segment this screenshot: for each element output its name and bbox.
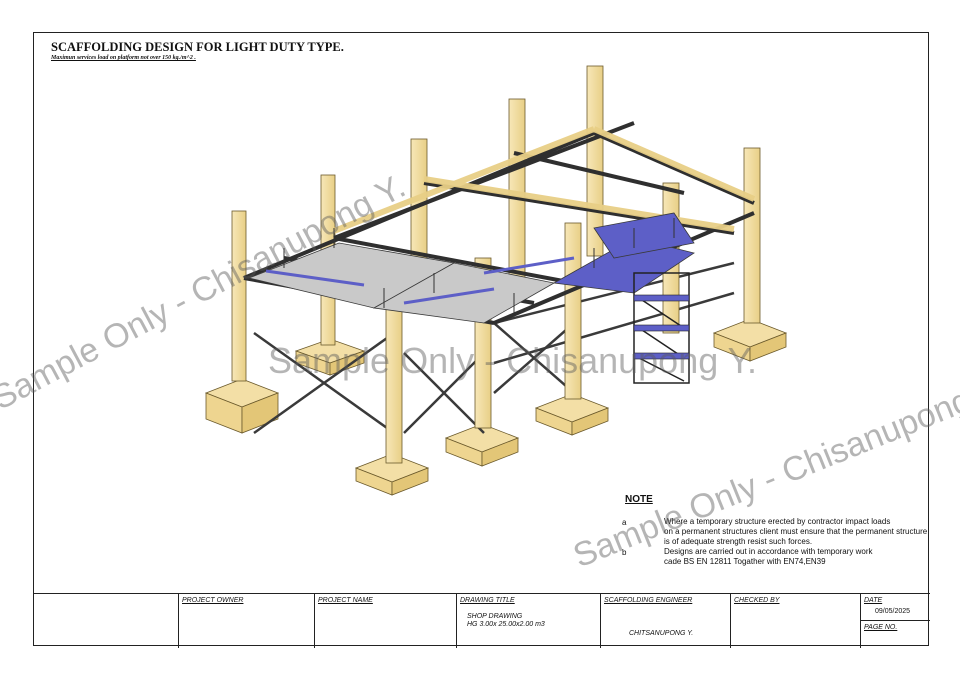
page-no-cell: PAGE NO. <box>860 621 930 648</box>
checked-by-label: CHECKED BY <box>734 597 780 604</box>
footing-pad-4 <box>534 393 610 436</box>
footing-pad-1 <box>204 378 280 434</box>
note-b-line-1: Designs are carried out in accordance wi… <box>664 547 873 556</box>
checked-by-cell: CHECKED BY <box>730 594 860 648</box>
drawing-title-cell: DRAWING TITLE SHOP DRAWING HG 3.00x 25.0… <box>456 594 600 648</box>
date-value: 09/05/2025 <box>875 608 911 615</box>
drawing-subtitle: Maximun services load on platform not ov… <box>51 55 196 61</box>
date-label: DATE <box>864 597 883 604</box>
engineer-label: SCAFFOLDING ENGINEER <box>604 597 693 604</box>
note-a-line-3: is of adequate strength resist such forc… <box>664 537 813 546</box>
footing-pad-5 <box>712 318 788 362</box>
project-owner-cell: PROJECT OWNER <box>178 594 314 648</box>
drawing-title-line-1: SHOP DRAWING <box>467 613 523 620</box>
scaffold-isometric-drawing <box>204 65 788 496</box>
project-name-label: PROJECT NAME <box>318 597 373 604</box>
project-name-cell: PROJECT NAME <box>314 594 456 648</box>
drawing-title-label: DRAWING TITLE <box>460 597 515 604</box>
project-owner-label: PROJECT OWNER <box>182 597 244 604</box>
note-letter-b: b <box>622 548 627 557</box>
drawing-title: SCAFFOLDING DESIGN FOR LIGHT DUTY TYPE. <box>51 40 344 54</box>
note-letter-a: a <box>622 518 627 527</box>
note-a-line-2: on a permanent structures client must en… <box>664 527 928 536</box>
engineer-name: CHITSANUPONG Y. <box>629 630 694 637</box>
page-no-label: PAGE NO. <box>864 624 898 631</box>
note-heading: NOTE <box>625 494 653 505</box>
footing-pad-3 <box>444 423 520 467</box>
note-a-line-1: Where a temporary structure erected by c… <box>664 517 891 526</box>
date-cell: DATE 09/05/2025 <box>860 594 930 621</box>
footing-pad-2 <box>354 453 430 496</box>
footing-pad-6 <box>294 338 366 376</box>
engineer-cell: SCAFFOLDING ENGINEER CHITSANUPONG Y. <box>600 594 730 648</box>
title-block: PROJECT OWNER PROJECT NAME DRAWING TITLE… <box>34 593 930 648</box>
note-b-line-2: cade BS EN 12811 Togather with EN74,EN39 <box>664 557 826 566</box>
drawing-sheet: SCAFFOLDING DESIGN FOR LIGHT DUTY TYPE. … <box>33 32 930 648</box>
drawing-title-line-2: HG 3.00x 25.00x2.00 m3 <box>467 621 545 628</box>
